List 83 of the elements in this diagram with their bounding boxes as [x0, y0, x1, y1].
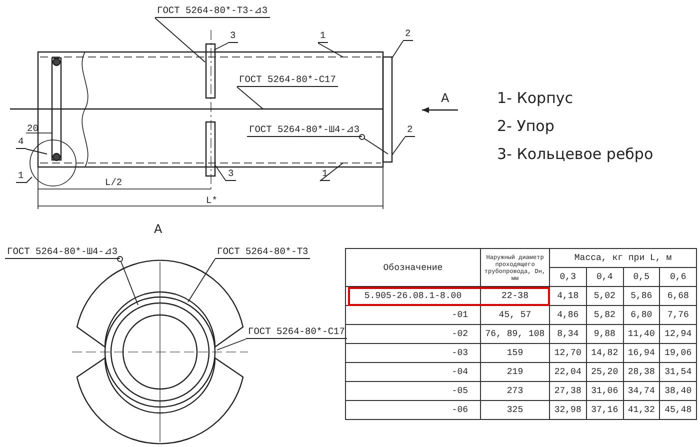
column-header: Обозначение [346, 248, 480, 286]
part-number: 1 [320, 169, 330, 181]
leader-line [26, 176, 32, 184]
table-cell: 5,86 [623, 286, 660, 306]
part-number: 1 [318, 31, 328, 43]
leader-line [117, 256, 138, 306]
table-cell: 32,98 [550, 400, 586, 420]
leader-line [214, 164, 226, 182]
part-number: 2 [405, 125, 415, 137]
table-cell: -03 [346, 344, 480, 362]
table-cell: 5,82 [586, 306, 623, 324]
column-header: 0,3 [550, 268, 586, 286]
dimension-value: L* [206, 196, 218, 206]
table-cell: 25,20 [586, 362, 623, 382]
column-header: Масса, кг при L, м [550, 248, 696, 268]
table-cell: -02 [346, 324, 480, 344]
table-cell: -01 [346, 306, 480, 324]
table-cell: 6,68 [660, 286, 696, 306]
leader-line [359, 134, 388, 154]
table-cell: 38,40 [660, 382, 696, 400]
dimension-value: L/2 [105, 178, 122, 188]
table-cell: 12,94 [660, 324, 696, 344]
column-header: 0,6 [660, 268, 696, 286]
column-header: 0,5 [623, 268, 660, 286]
weld-callout: ГОСТ 5264-80*-Ш4-⊿3 [5, 247, 120, 259]
part-number: 3 [226, 169, 236, 181]
table-cell: 7,76 [660, 306, 696, 324]
part-list-item: 3- Кольцевое ребро [497, 145, 654, 163]
table-cell: 19,06 [660, 344, 696, 362]
table-cell: 28,38 [623, 362, 660, 382]
table-cell: 12,70 [550, 344, 586, 362]
table-cell: 45, 57 [480, 306, 550, 324]
table-cell: 41,32 [623, 400, 660, 420]
weld-callout: ГОСТ 5264-80*-С17 [246, 327, 347, 339]
leader-line [320, 162, 344, 182]
table-cell: 4,86 [550, 306, 586, 324]
leader-line [188, 258, 216, 302]
weld-callout: ГОСТ 5264-80*-С17 [237, 75, 338, 87]
column-header: 0,4 [586, 268, 623, 286]
table-cell: 8,34 [550, 324, 586, 344]
table-cell: 11,40 [623, 324, 660, 344]
table-cell: 76, 89, 108 [480, 324, 550, 344]
table-cell: -04 [346, 362, 480, 382]
leader-line [318, 42, 344, 58]
table-cell: 16,94 [623, 344, 660, 362]
table-cell: 159 [480, 344, 550, 362]
leader-line [214, 42, 228, 50]
detail-callout: 1 [16, 171, 26, 183]
table-cell: 9,88 [586, 324, 623, 344]
table-cell: 325 [480, 400, 550, 420]
leader-line [154, 18, 206, 62]
weld-callout: ГОСТ 5264-80*-Т3-⊿3 [155, 6, 270, 18]
weld-callout: ГОСТ 5264-80*-Ш4-⊿3 [247, 125, 362, 137]
table-cell: 34,74 [623, 382, 660, 400]
table-cell: 219 [480, 362, 550, 382]
part-list-item: 2- Упор [497, 117, 554, 135]
part-number: 2 [403, 29, 413, 41]
weld-callout: ГОСТ 5264-80*-Т3 [215, 247, 310, 259]
table-cell: 5.905-26.08.1-8.00 [346, 286, 480, 306]
table-cell: -06 [346, 400, 480, 420]
leader-line [236, 86, 264, 110]
table-cell: 31,06 [586, 382, 623, 400]
view-letter: А [154, 224, 162, 234]
table-cell: 27,38 [550, 382, 586, 400]
leader-line [392, 40, 404, 58]
leader-line [392, 136, 406, 156]
part-list-item: 1- Корпус [497, 89, 574, 107]
table-cell: 6,80 [623, 306, 660, 324]
table-cell: 14,82 [586, 344, 623, 362]
table-cell: 273 [480, 382, 550, 400]
table-cell: 5,02 [586, 286, 623, 306]
part-number: 3 [228, 31, 238, 43]
view-letter: А [441, 93, 450, 103]
part-number: 4 [16, 137, 26, 149]
table-cell: 37,16 [586, 400, 623, 420]
dimension-value: 20 [27, 124, 38, 134]
table-cell: 45,48 [660, 400, 696, 420]
leader-line [26, 148, 48, 154]
table-cell: -05 [346, 382, 480, 400]
table-cell: 4,18 [550, 286, 586, 306]
table-cell: 31,54 [660, 362, 696, 382]
table-cell: 22,04 [550, 362, 586, 382]
leader-line [216, 338, 246, 350]
